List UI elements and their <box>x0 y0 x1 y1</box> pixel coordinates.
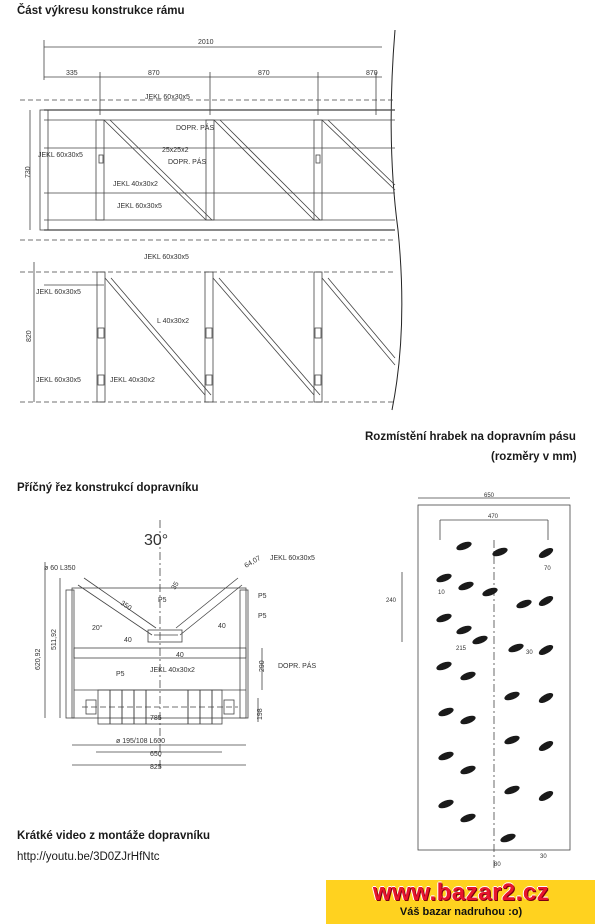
cs-jekl: JEKL 60x30x5 <box>270 555 315 562</box>
cross-section-drawing <box>44 520 263 770</box>
side-dim-height: 820 <box>26 330 33 342</box>
belt-inner-width: 470 <box>488 514 499 520</box>
banner-slogan: Váš bazar nadruhou :o) <box>399 906 523 918</box>
cs-dim-825: 825 <box>150 764 162 771</box>
cs-dim-40c: 40 <box>218 623 226 630</box>
cs-dim-40a: 40 <box>124 637 132 644</box>
cs-p5-top: P5 <box>158 597 167 604</box>
watermark-banner <box>326 880 595 924</box>
belt-dim-215: 215 <box>456 646 467 652</box>
side-label-diagonal: L 40x30x2 <box>157 318 189 325</box>
cs-roller: ø 60 L350 <box>44 565 76 572</box>
dim-seg-1: 335 <box>66 70 78 77</box>
cs-p5-right-2: P5 <box>258 613 267 620</box>
belt-dim-240: 240 <box>386 598 397 604</box>
side-label-left: JEKL 60x30x5 <box>36 289 81 296</box>
cs-angle: 30° <box>144 532 168 549</box>
caption-scraper-layout: Rozmístění hrabek na dopravním pásu <box>365 431 576 443</box>
cs-p5-right: P5 <box>258 593 267 600</box>
cs-dim-620: 620,92 <box>35 648 42 670</box>
cs-angle-20: 20° <box>92 624 103 632</box>
cs-dopr-pas: DOPR. PÁS <box>278 661 316 670</box>
cs-dim-785: 785 <box>150 715 162 722</box>
label-brace: 25x25x2 <box>162 147 189 154</box>
dim-seg-3: 870 <box>258 70 270 77</box>
belt-dim-10: 10 <box>438 590 445 596</box>
cs-dim-650: 650 <box>150 751 162 758</box>
side-label-bottom: JEKL 40x30x2 <box>110 377 155 384</box>
video-link[interactable]: http://youtu.be/3D0ZJrHfNtc <box>17 851 160 863</box>
dim-total: 2010 <box>198 39 214 46</box>
cs-dim-35: 35 <box>171 581 181 591</box>
label-top-beam: JEKL 60x30x5 <box>145 94 190 101</box>
label-inner-beam: JEKL 40x30x2 <box>113 181 158 188</box>
cs-dim-40b: 40 <box>176 652 184 659</box>
belt-dim-30b: 30 <box>540 854 547 860</box>
cs-dim-64: 64,07 <box>244 555 263 570</box>
cs-jekl-inner: JEKL 40x30x2 <box>150 667 195 674</box>
caption-units: (rozměry v mm) <box>491 451 577 463</box>
cs-dim-511: 511,92 <box>51 629 58 650</box>
scraper-pattern <box>436 541 554 843</box>
dim-height: 730 <box>25 166 32 178</box>
belt-dim-70: 70 <box>544 566 551 572</box>
cs-dim-290: 290 <box>259 660 266 672</box>
caption-cross-section: Příčný řez konstrukcí dopravníku <box>17 482 199 494</box>
belt-dim-80: 80 <box>494 862 501 868</box>
caption-video: Krátké video z montáže dopravníku <box>17 830 210 842</box>
banner-logo-url[interactable]: www.bazar2.cz <box>372 879 550 906</box>
side-label-bottom-left: JEKL 60x30x5 <box>36 377 81 384</box>
belt-dim-30: 30 <box>526 650 533 656</box>
label-dopr-pas-top: DOPR. PÁS <box>176 123 214 132</box>
cs-drum: ø 195/108 L600 <box>116 738 165 745</box>
caption-frame-section: Část výkresu konstrukce rámu <box>17 5 185 17</box>
belt-layout-drawing <box>401 497 571 870</box>
dim-seg-4: 870 <box>366 70 378 77</box>
cs-p5-left: P5 <box>116 671 125 678</box>
label-dopr-pas: DOPR. PÁS <box>168 157 206 166</box>
dim-seg-2: 870 <box>148 70 160 77</box>
belt-width: 650 <box>484 493 495 499</box>
label-bottom-beam: JEKL 60x30x5 <box>117 203 162 210</box>
cs-dim-198: 198 <box>257 708 264 720</box>
side-label-top: JEKL 60x30x5 <box>144 254 189 261</box>
label-left-beam: JEKL 60x30x5 <box>38 152 83 159</box>
